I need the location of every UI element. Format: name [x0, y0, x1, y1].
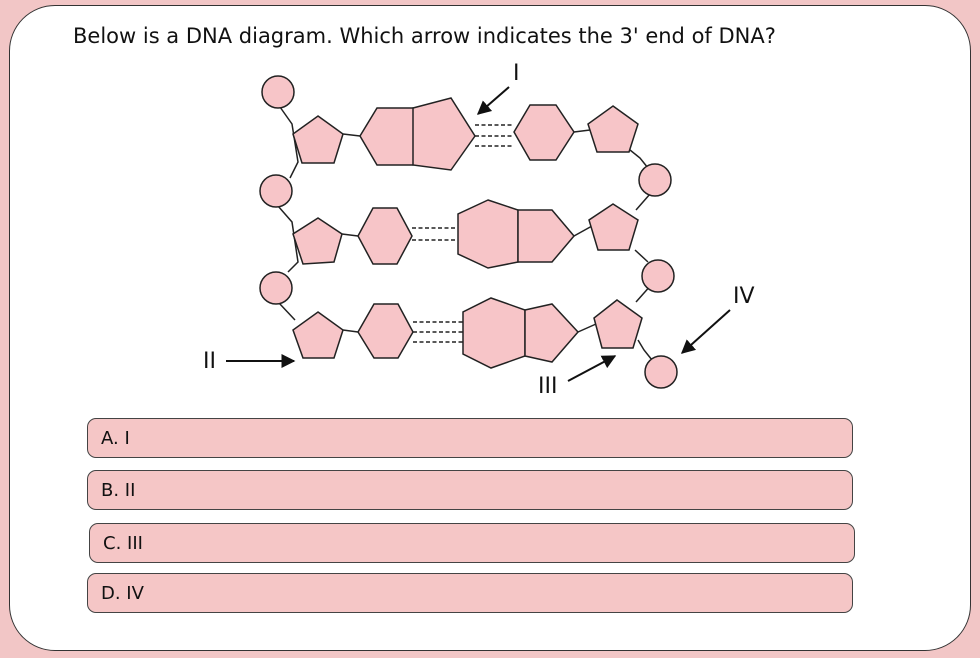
- arrow-label-one: I: [513, 61, 520, 86]
- base-right-2b: [517, 209, 575, 263]
- arrow-one: [476, 86, 510, 115]
- option-c[interactable]: C. III: [89, 523, 855, 563]
- base-left-2: [357, 207, 413, 265]
- phosphate-right-2: [641, 259, 675, 293]
- hydrogen-bonds: [412, 124, 514, 343]
- arrow-three: [567, 355, 617, 382]
- phosphate-right-3: [644, 355, 678, 389]
- phosphate-left-3: [259, 271, 293, 305]
- base-left-1b: [412, 97, 476, 171]
- base-right-3b: [524, 303, 580, 363]
- base-right-3a: [462, 297, 526, 369]
- phosphate-right-1: [638, 163, 672, 197]
- option-d[interactable]: D. IV: [87, 573, 853, 613]
- base-left-3: [357, 303, 414, 359]
- sugar-left-2: [292, 217, 343, 265]
- arrow-label-three: III: [538, 374, 558, 399]
- sugar-right-2: [588, 203, 639, 251]
- sugar-left-1: [292, 115, 344, 164]
- option-a[interactable]: A. I: [87, 418, 853, 458]
- sugar-right-1: [587, 105, 639, 153]
- option-b[interactable]: B. II: [87, 470, 853, 510]
- arrow-label-four: IV: [733, 284, 755, 309]
- arrow-four: [680, 309, 731, 354]
- arrow-label-two: II: [203, 349, 216, 374]
- base-right-2a: [457, 199, 519, 269]
- phosphate-left-1: [261, 75, 295, 109]
- phosphate-left-2: [259, 174, 293, 208]
- base-right-1: [513, 104, 575, 161]
- sugar-right-3: [593, 299, 643, 349]
- question-text: Below is a DNA diagram. Which arrow indi…: [73, 24, 776, 48]
- sugar-left-3: [292, 311, 344, 359]
